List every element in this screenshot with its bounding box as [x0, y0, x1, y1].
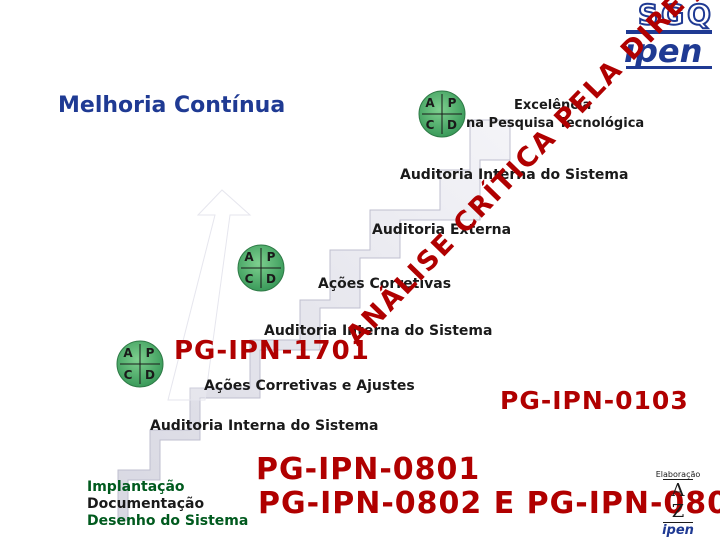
- pdca-p: P: [145, 346, 155, 360]
- step-auditoria-interna-low: Auditoria Interna do Sistema: [150, 418, 379, 434]
- footer-logo-label: Elaboração: [655, 470, 701, 479]
- logo-art: [626, 30, 712, 69]
- staircase-band: [117, 119, 511, 521]
- step-acoes-corretivas-ajustes: Ações Corretivas e Ajustes: [204, 378, 415, 394]
- base-implantacao: Implantação: [87, 479, 185, 495]
- sgq-logo-text: SGQ: [637, 0, 714, 32]
- pdca-wheel-top: A P C D: [418, 90, 466, 138]
- pdca-c: C: [123, 368, 133, 382]
- pdca-d: D: [145, 368, 155, 382]
- pdca-circle-icon: [116, 340, 164, 388]
- page-title: Melhoria Contínua: [58, 93, 286, 118]
- ipen-logo: SGQ ipen: [618, 0, 718, 78]
- footer-logo: Elaboração A Z ipen: [652, 470, 704, 538]
- pdca-circle-icon: [418, 90, 466, 138]
- excellence-line1: Excelência: [514, 98, 592, 113]
- code-pg-ipn-0103: PG-IPN-0103: [500, 386, 689, 415]
- step-auditoria-interna-top: Auditoria Interna do Sistema: [400, 167, 629, 183]
- pdca-c: C: [244, 272, 254, 286]
- pdca-a: A: [244, 250, 254, 264]
- step-auditoria-externa: Auditoria Externa: [372, 222, 512, 238]
- code-pg-ipn-0801: PG-IPN-0801: [256, 452, 481, 487]
- ipen-logo-text: ipen: [624, 32, 703, 70]
- pdca-a: A: [425, 96, 435, 110]
- excellence-line2: na Pesquisa Tecnológica: [466, 116, 645, 131]
- step-auditoria-interna-mid: Auditoria Interna do Sistema: [264, 323, 493, 339]
- base-desenho-sistema: Desenho do Sistema: [87, 513, 249, 529]
- code-pg-ipn-1701: PG-IPN-1701: [174, 336, 370, 366]
- pdca-wheel-lower: A P C D: [116, 340, 164, 388]
- footer-logo-letters: A Z: [663, 479, 693, 523]
- pdca-a: A: [123, 346, 133, 360]
- footer-logo-brand: ipen: [662, 523, 694, 538]
- pdca-d: D: [447, 118, 457, 132]
- step-acoes-corretivas: Ações Corretivas: [318, 276, 452, 292]
- base-documentacao: Documentação: [87, 496, 205, 512]
- pdca-wheel-middle: A P C D: [237, 244, 285, 292]
- pdca-circle-icon: [237, 244, 285, 292]
- pdca-c: C: [425, 118, 435, 132]
- diagonal-arrow: [167, 189, 252, 401]
- pdca-p: P: [266, 250, 276, 264]
- pdca-p: P: [447, 96, 457, 110]
- code-pg-ipn-0802-0803: PG-IPN-0802 E PG-IPN-0803: [258, 486, 720, 521]
- pdca-d: D: [266, 272, 276, 286]
